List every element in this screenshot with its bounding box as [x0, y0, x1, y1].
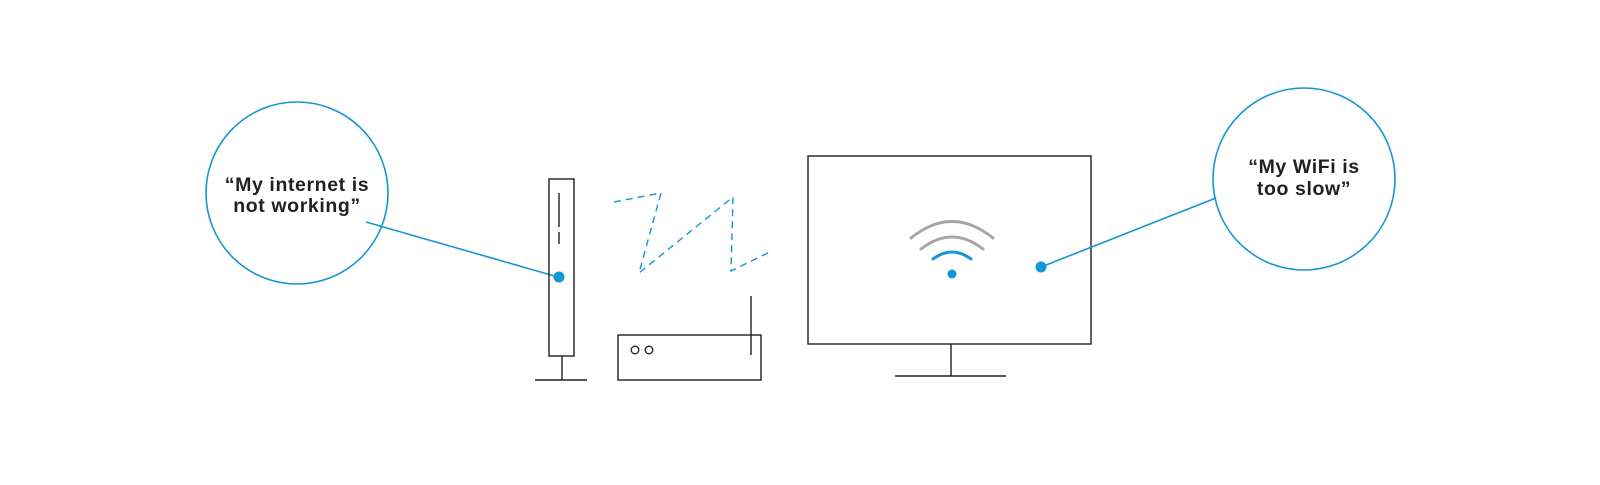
wifi-arc-outer	[909, 220, 995, 240]
right-bubble-circle	[1212, 87, 1396, 271]
left-bubble-line-1: “My internet is	[225, 174, 369, 196]
modem-body	[548, 178, 575, 357]
router-led-1	[630, 345, 640, 355]
wifi-dot	[947, 269, 957, 279]
right-speech-bubble: “My WiFi is too slow”	[1212, 87, 1396, 271]
left-connector-line	[365, 221, 559, 278]
wifi-arc-inner	[931, 250, 973, 261]
tv-screen	[807, 155, 1092, 345]
left-speech-bubble: “My internet is not working”	[205, 101, 389, 285]
modem-marker-dot	[553, 271, 565, 283]
right-connector-line	[1040, 197, 1217, 268]
right-bubble-line-2: too slow”	[1257, 178, 1351, 200]
tv-device	[807, 155, 1092, 377]
router-led-2	[644, 345, 654, 355]
broken-signal-zigzag	[613, 192, 773, 275]
router-body	[617, 334, 762, 381]
left-bubble-line-2: not working”	[233, 195, 360, 217]
wifi-icon	[909, 220, 995, 279]
router-device	[617, 296, 762, 381]
right-bubble-line-1: “My WiFi is	[1248, 156, 1360, 178]
modem-device	[535, 178, 587, 381]
left-bubble-circle	[205, 101, 389, 285]
wifi-arc-middle	[919, 235, 985, 251]
